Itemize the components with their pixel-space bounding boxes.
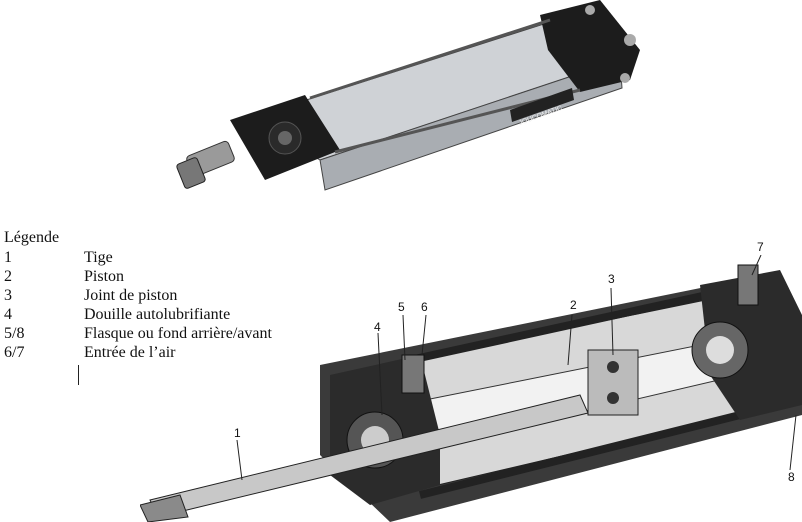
callout-3: 3	[608, 272, 615, 286]
legend-item-number: 4	[4, 306, 12, 323]
callout-8: 8	[788, 470, 795, 484]
legend-item-label: Joint de piston	[84, 287, 178, 304]
legend-item: 4 Douille autolubrifiante	[4, 305, 272, 324]
cylinder-cutaway	[140, 255, 802, 522]
legend-item-number: 5/8	[4, 325, 25, 342]
callout-7: 7	[757, 240, 764, 254]
legend-item: 5/8 Flasque ou fond arrière/avant	[4, 324, 272, 343]
callout-5: 5	[398, 300, 405, 314]
legend-item: 3 Joint de piston	[4, 286, 272, 305]
legend-item-label: Entrée de l’air	[84, 344, 176, 361]
text-cursor	[78, 365, 79, 385]
cylinder-photo: JOUCOMATIC	[176, 0, 640, 191]
legend-item-label: Flasque ou fond arrière/avant	[84, 325, 272, 342]
legend-title: Légende	[4, 229, 60, 246]
legend-item-number: 2	[4, 268, 12, 285]
legend: Légende 1 Tige 2 Piston 3 Joint de pisto…	[4, 228, 272, 362]
legend-item: 6/7 Entrée de l’air	[4, 343, 272, 362]
legend-item: 2 Piston	[4, 267, 272, 286]
callout-4: 4	[374, 320, 381, 334]
callout-1: 1	[234, 426, 241, 440]
legend-item-label: Douille autolubrifiante	[84, 306, 231, 323]
legend-item-label: Tige	[84, 249, 113, 266]
legend-item-label: Piston	[84, 268, 125, 285]
callout-2: 2	[570, 298, 577, 312]
legend-item-number: 6/7	[4, 344, 25, 361]
legend-item: 1 Tige	[4, 248, 272, 267]
legend-item-number: 3	[4, 287, 12, 304]
legend-item-number: 1	[4, 249, 12, 266]
callout-6: 6	[421, 300, 428, 314]
